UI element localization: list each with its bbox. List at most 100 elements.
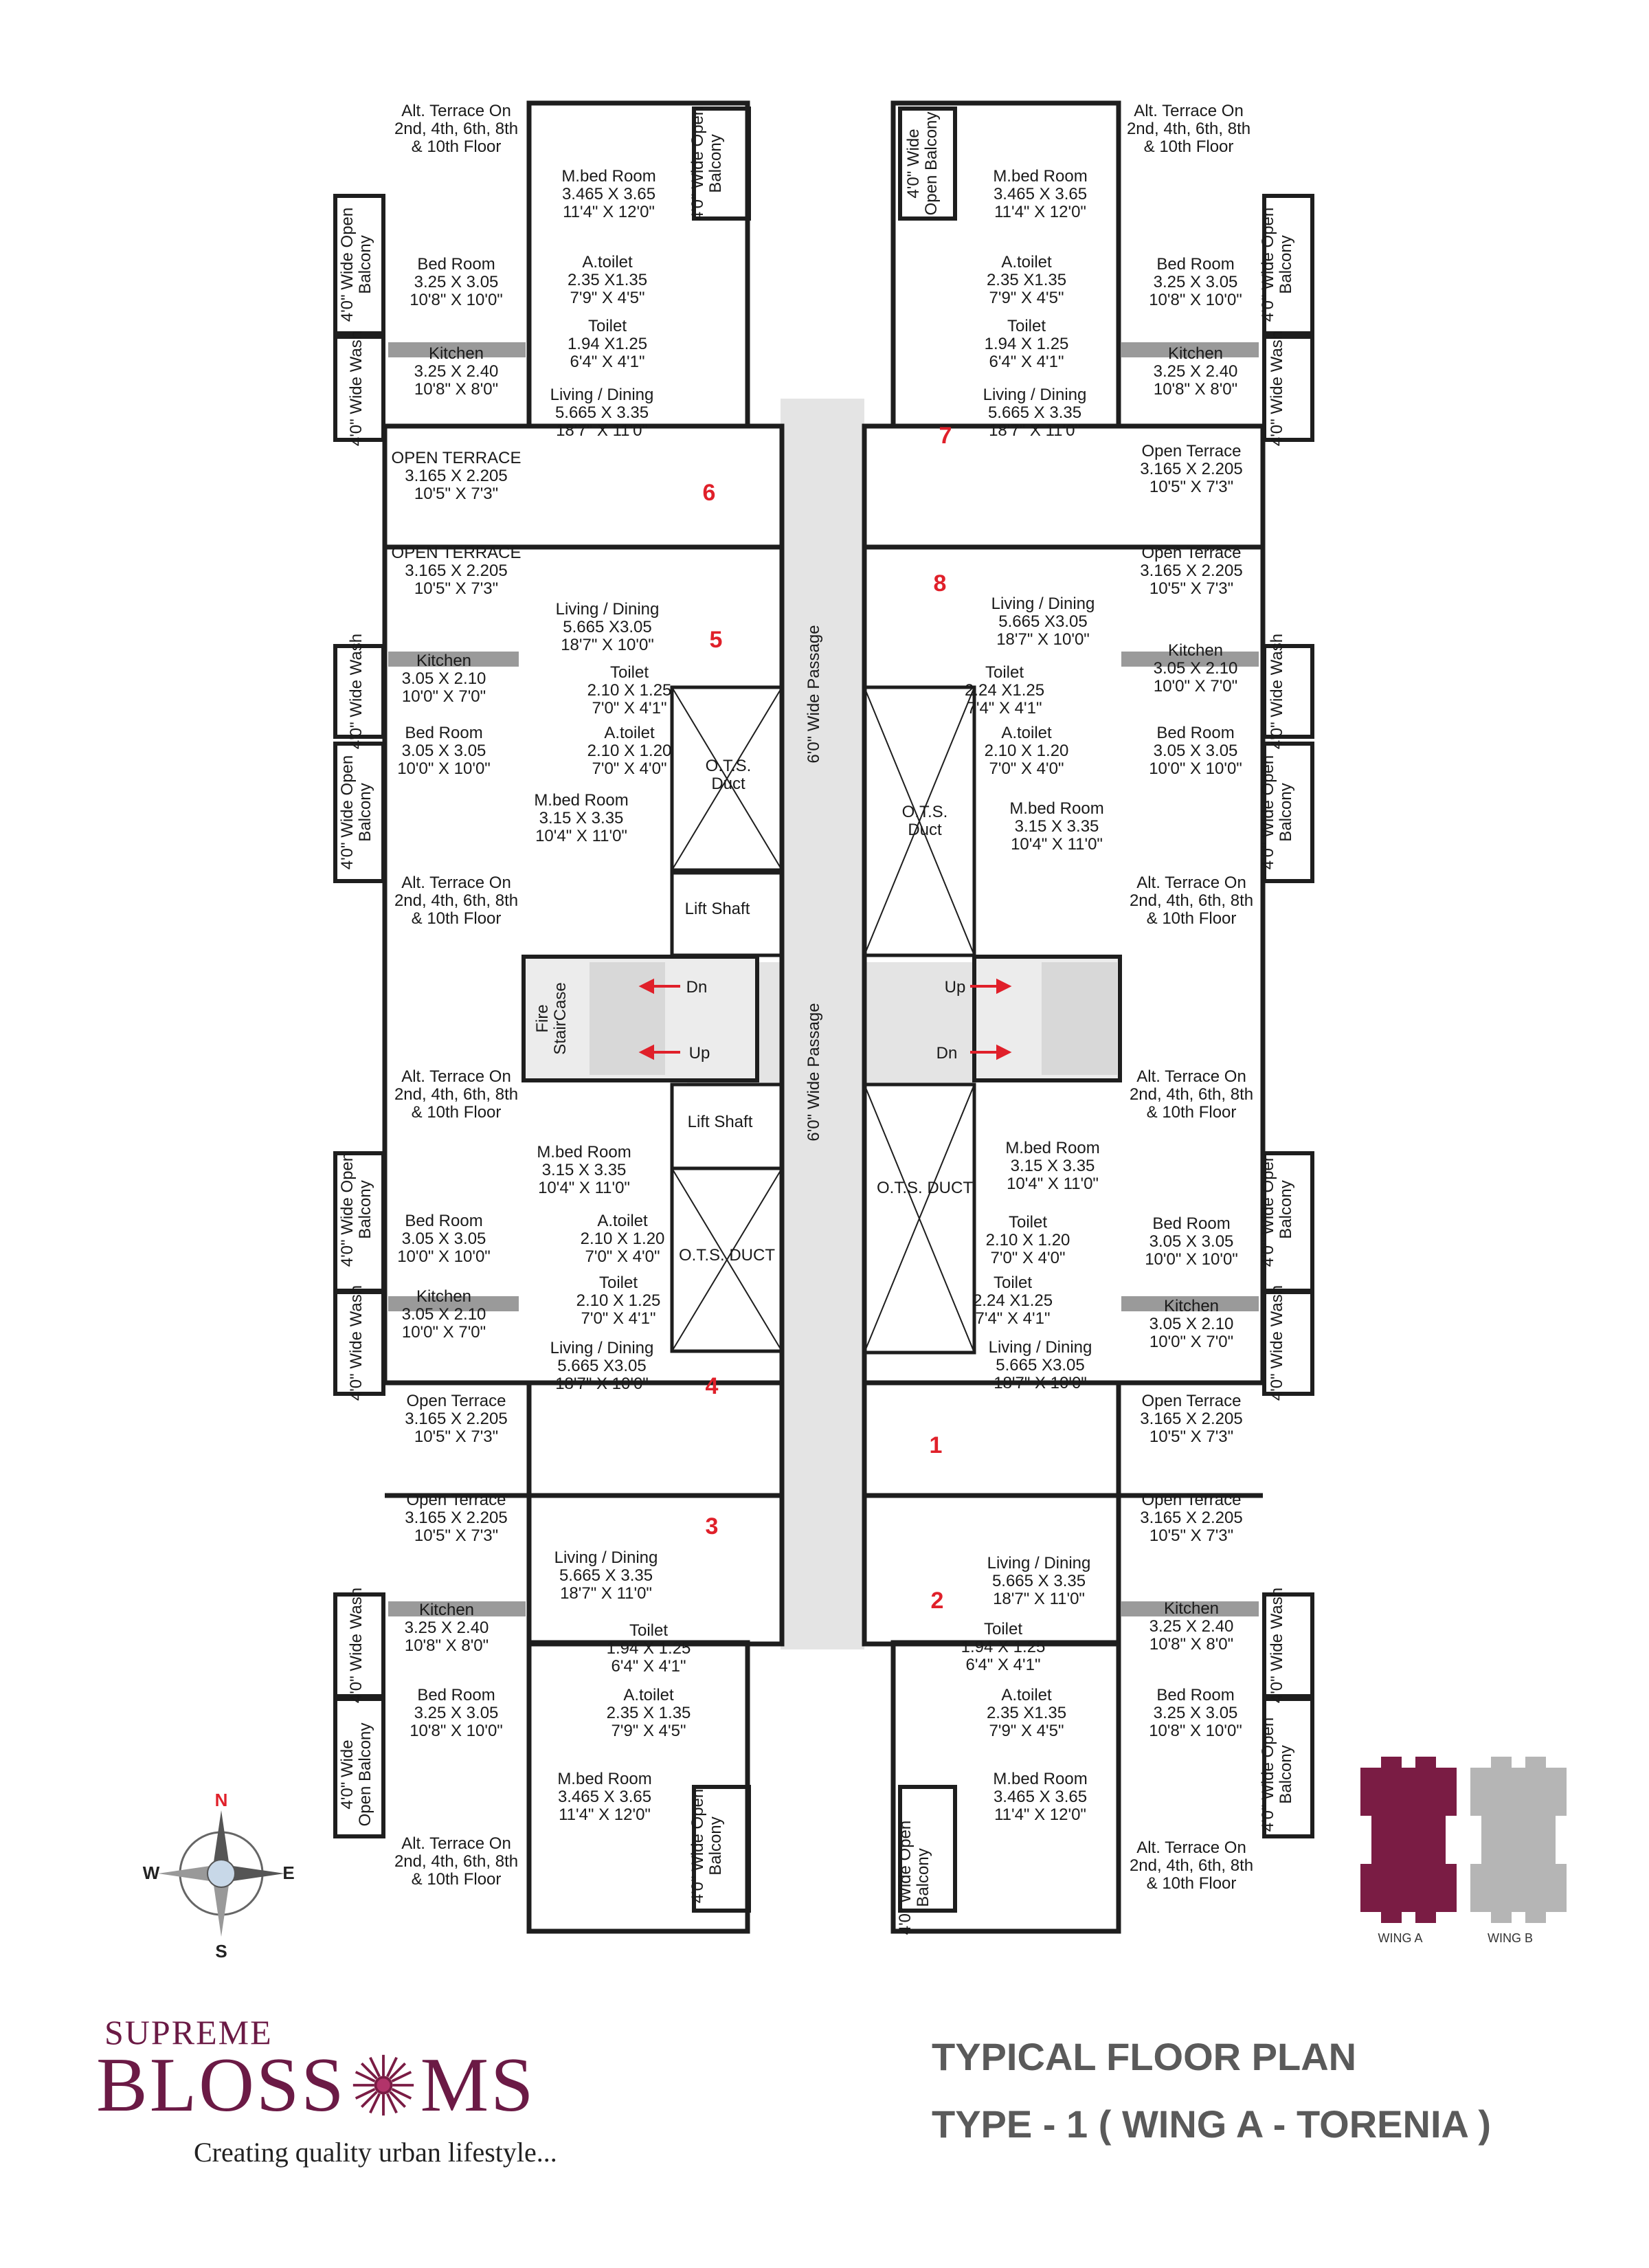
compass-n: N [215, 1790, 228, 1810]
label-line: Open Terrace [1142, 1392, 1242, 1410]
label-line: Kitchen [416, 652, 471, 670]
label-line: 3.165 X 2.205 [405, 562, 507, 580]
label-line: A.toilet [582, 253, 633, 271]
label-line: Toilet [629, 1621, 668, 1640]
label-line: Dn [686, 978, 708, 997]
label-line: 3.465 X 3.65 [994, 1788, 1087, 1806]
logo-supreme: SUPREME [104, 2013, 273, 2052]
label-line: Kitchen [419, 1601, 474, 1619]
staircase-right [972, 955, 1122, 1082]
label-line: 11'4" X 12'0" [559, 1805, 651, 1824]
label-line: 1.94 X 1.25 [607, 1639, 691, 1658]
label-line: M.bed Room [993, 1770, 1087, 1788]
label-line: 5.665 X3.05 [557, 1357, 646, 1375]
label-line: OPEN TERRACE [392, 544, 521, 562]
label-line: 3.465 X 3.65 [558, 1788, 651, 1806]
wing-a-shape [1360, 1757, 1457, 1923]
label-line: 2nd, 4th, 6th, 8th [394, 1085, 518, 1104]
label-line: 2.10 X 1.20 [985, 742, 1069, 760]
label-line: 7'0" X 4'0" [989, 759, 1064, 778]
label-line: 10'0" X 10'0" [1145, 1250, 1238, 1269]
label-line: 4'0" Wide Wash [1268, 1285, 1286, 1401]
label-line: 3.05 X 3.05 [1149, 1232, 1234, 1251]
label-line: Up [945, 978, 966, 997]
label-line: 4'0" Wide Wash [1268, 331, 1286, 446]
label-line: 3.15 X 3.35 [1015, 817, 1099, 836]
label-line: & 10th Floor [1144, 137, 1234, 156]
label-line: 10'8" X 8'0" [405, 1636, 489, 1655]
label-line: Lift Shaft [685, 900, 750, 918]
label-line: 3.25 X 3.05 [1154, 1704, 1238, 1722]
label-line: 5.665 X 3.35 [559, 1566, 653, 1585]
label-line: O.T.S. DUCT [679, 1246, 775, 1265]
label-line: 10'0" X 7'0" [402, 1323, 486, 1342]
label-line: 7'0" X 4'0" [592, 759, 667, 778]
label-line: Open Terrace [1142, 1491, 1242, 1509]
label-line: 2.35 X 1.35 [607, 1704, 691, 1722]
label-line: 4'0" Wide [338, 1739, 357, 1809]
label-line: 10'0" X 10'0" [397, 1247, 491, 1266]
label-line: 5.665 X 3.35 [992, 1572, 1086, 1590]
label-line: Toilet [610, 663, 649, 682]
label-line: 7 [939, 423, 952, 449]
label-line: Toilet [984, 1620, 1022, 1638]
room-label: FireStairCase [533, 982, 570, 1054]
label-line: Balcony [914, 1848, 932, 1906]
label-line: 10'4" X 11'0" [538, 1179, 630, 1197]
room-label: 4'0" Wide Wash [347, 1588, 366, 1703]
room-label: O.T.S. DUCT [679, 1246, 775, 1265]
label-line: 1 [930, 1432, 943, 1458]
room-label: Lift Shaft [688, 1113, 753, 1131]
label-line: 7'9" X 4'5" [989, 289, 1064, 307]
label-line: 4'0" Wide [904, 129, 923, 198]
label-line: 3.165 X 2.205 [405, 1410, 507, 1428]
label-line: Kitchen [1168, 641, 1223, 660]
label-line: 5.665 X3.05 [563, 618, 651, 636]
room-label: 4'0" Wide OpenBalcony [338, 755, 374, 870]
room-label: 4'0" Wide Wash [347, 331, 366, 446]
logo-blossoms-part1: BLOSS [96, 2043, 346, 2128]
label-line: Living / Dining [554, 1548, 658, 1567]
room-label: 4'0" Wide OpenBalcony [688, 107, 725, 221]
label-line: A.toilet [623, 1686, 674, 1704]
label-line: 10'5" X 7'3" [414, 485, 498, 503]
room-label: 4'0" Wide OpenBalcony [338, 208, 374, 322]
wing-key: WING A WING B [1360, 1757, 1567, 1945]
label-line: 10'0" X 7'0" [1149, 1333, 1233, 1351]
label-line: 7'4" X 4'1" [967, 699, 1042, 718]
label-line: 3.165 X 2.205 [405, 1509, 507, 1527]
label-line: Kitchen [1164, 1297, 1219, 1315]
label-line: Bed Room [417, 1686, 495, 1704]
label-line: Living / Dining [987, 1554, 1091, 1572]
unit-number: 1 [930, 1432, 943, 1458]
room-label: 6'0" Wide Passage [805, 625, 823, 763]
label-line: 10'8" X 10'0" [1149, 291, 1242, 309]
label-line: 7'9" X 4'5" [989, 1722, 1064, 1740]
label-line: M.bed Room [537, 1143, 631, 1161]
label-line: Balcony [706, 134, 725, 192]
room-label: Dn [936, 1044, 958, 1063]
label-line: Open Balcony [356, 1723, 374, 1827]
compass-s: S [215, 1941, 227, 1961]
room-label: 4'0" Wide Wash [1268, 634, 1286, 749]
label-line: Balcony [356, 1180, 374, 1238]
label-line: Balcony [1277, 1745, 1295, 1803]
room-label: 4'0" Wide OpenBalcony [1259, 755, 1295, 870]
flower-icon [352, 2054, 414, 2116]
